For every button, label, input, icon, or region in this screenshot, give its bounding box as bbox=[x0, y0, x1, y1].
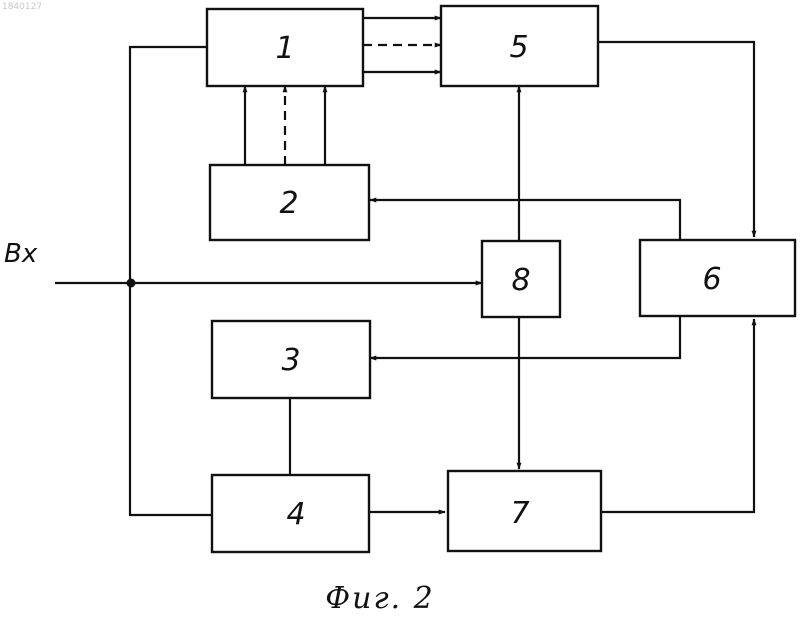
block-7: 7 bbox=[448, 471, 601, 551]
block-4: 4 bbox=[212, 475, 369, 552]
block-3-label: 3 bbox=[281, 343, 300, 378]
wire-7-to-6 bbox=[601, 319, 754, 512]
junction-dot bbox=[127, 279, 136, 288]
block-2: 2 bbox=[210, 165, 369, 240]
wire-6-to-3 bbox=[370, 316, 680, 358]
block-6: 6 bbox=[640, 240, 795, 316]
wire-left-bus bbox=[130, 47, 212, 515]
block-1: 1 bbox=[207, 9, 363, 86]
wire-5-to-6 bbox=[598, 42, 754, 237]
block-6-label: 6 bbox=[702, 262, 721, 297]
input-label: Bx bbox=[4, 239, 38, 269]
corner-code: 1840127 bbox=[2, 2, 42, 12]
block-2-label: 2 bbox=[279, 186, 298, 221]
wire-6-to-2 bbox=[370, 200, 680, 240]
block-8-label: 8 bbox=[511, 263, 530, 298]
block-5-label: 5 bbox=[509, 30, 528, 65]
block-5: 5 bbox=[441, 6, 598, 86]
block-1-label: 1 bbox=[275, 31, 294, 66]
block-8: 8 bbox=[482, 241, 560, 317]
block-7-label: 7 bbox=[510, 496, 529, 531]
block-3: 3 bbox=[212, 321, 370, 398]
figure-caption: Фиг. 2 bbox=[325, 581, 435, 616]
block-4-label: 4 bbox=[286, 497, 305, 532]
